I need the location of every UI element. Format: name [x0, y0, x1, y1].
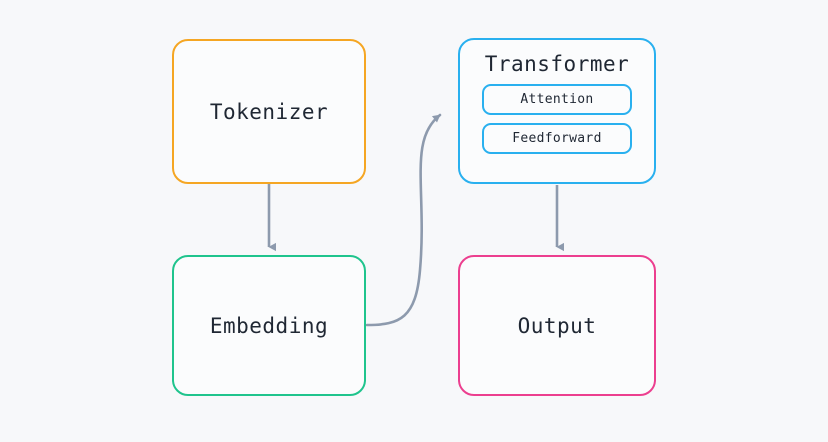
node-transformer[interactable]: Transformer Attention Feedforward: [458, 38, 656, 184]
node-feedforward-label: Feedforward: [512, 131, 602, 146]
node-tokenizer-label: Tokenizer: [209, 99, 329, 124]
node-attention-label: Attention: [520, 92, 594, 107]
node-embedding[interactable]: Embedding: [172, 255, 366, 396]
node-tokenizer[interactable]: Tokenizer: [172, 39, 366, 184]
node-transformer-child-attention[interactable]: Attention: [482, 84, 632, 115]
node-embedding-label: Embedding: [209, 313, 329, 338]
node-transformer-label: Transformer: [484, 52, 630, 76]
edge-embedding-to-transformer: [365, 113, 442, 327]
node-transformer-child-feedforward[interactable]: Feedforward: [482, 123, 632, 154]
node-output[interactable]: Output: [458, 255, 656, 396]
node-output-label: Output: [517, 313, 597, 338]
